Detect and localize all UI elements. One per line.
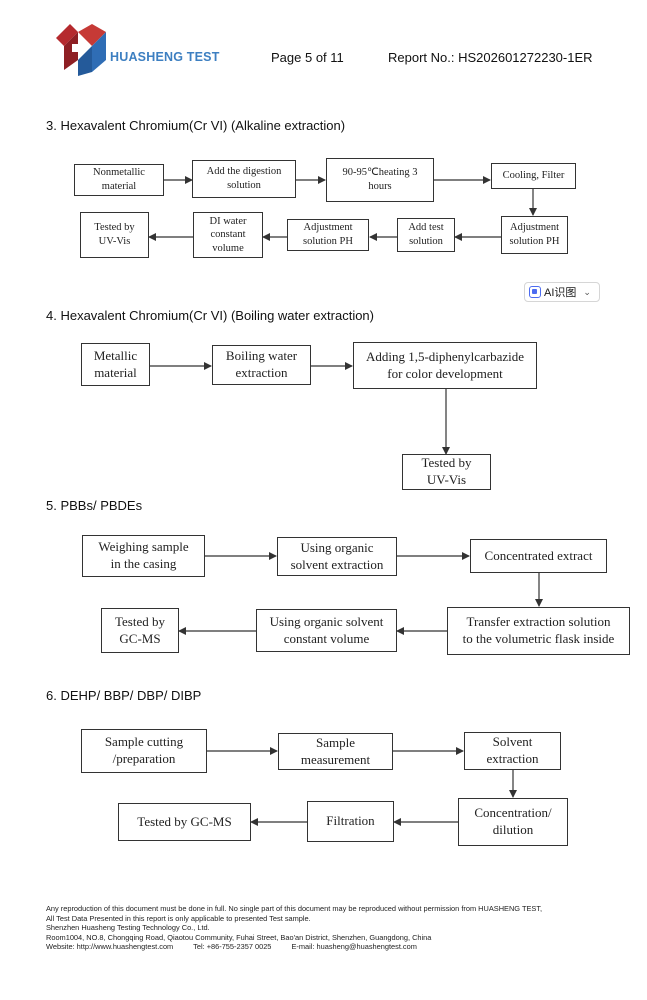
- section-5-title: 5. PBBs/ PBDEs: [46, 498, 143, 513]
- flow-box-concentration-dilution: Concentration/ dilution: [458, 798, 568, 846]
- flow-box-tested-gc-ms-1: Tested by GC-MS: [101, 608, 179, 653]
- flow-box-solvent-extraction: Solvent extraction: [464, 732, 561, 770]
- flow-box-boiling-water: Boiling water extraction: [212, 345, 311, 385]
- report-number: Report No.: HS202601272230-1ER: [388, 50, 593, 65]
- footer-applicability: All Test Data Presented in this report i…: [46, 913, 311, 923]
- flow-box-sample-measurement: Sample measurement: [278, 733, 393, 770]
- flow-box-heating: 90-95℃heating 3 hours: [326, 158, 434, 202]
- flow-box-tested-uv-vis-2: Tested by UV-Vis: [402, 454, 491, 490]
- flow-box-adjustment-ph-2: Adjustment solution PH: [287, 219, 369, 251]
- footer-disclaimer: Any reproduction of this document must b…: [46, 904, 543, 913]
- flow-box-add-test-solution: Add test solution: [397, 218, 455, 252]
- flow-box-metallic-material: Metallic material: [81, 343, 150, 386]
- flow-box-di-water: DI water constant volume: [193, 212, 263, 258]
- footer-tel: Tel: +86-755-2357 0025: [193, 942, 272, 952]
- flow-box-transfer-extraction: Transfer extraction solution to the volu…: [447, 607, 630, 655]
- ai-recognize-button[interactable]: AI识图 ⌄: [524, 282, 600, 302]
- flow-box-filtration: Filtration: [307, 801, 394, 842]
- flow-box-concentrated-extract: Concentrated extract: [470, 539, 607, 573]
- flow-box-add-digestion-solution: Add the digestion solution: [192, 160, 296, 198]
- flow-box-weighing-sample: Weighing sample in the casing: [82, 535, 205, 577]
- flow-box-tested-uv-vis-1: Tested by UV-Vis: [80, 212, 149, 258]
- section-4-title: 4. Hexavalent Chromium(Cr VI) (Boiling w…: [46, 308, 374, 323]
- company-name: HUASHENG TEST: [110, 50, 220, 64]
- company-logo: [56, 24, 106, 76]
- flow-box-constant-volume: Using organic solvent constant volume: [256, 609, 397, 652]
- flow-box-organic-extraction: Using organic solvent extraction: [277, 537, 397, 576]
- chevron-down-icon: ⌄: [583, 286, 591, 297]
- footer-address: Room1004, NO.8, Chongqing Road, Qiaotou …: [46, 932, 432, 942]
- flow-box-diphenylcarbazide: Adding 1,5-diphenylcarbazide for color d…: [353, 342, 537, 389]
- footer-contacts: Website: http://www.huashengtest.com Tel…: [46, 942, 606, 952]
- footer-company: Shenzhen Huasheng Testing Technology Co.…: [46, 923, 210, 933]
- ai-scan-icon: [529, 286, 541, 298]
- ai-button-label: AI识图: [544, 287, 577, 299]
- page-footer: Any reproduction of this document must b…: [46, 904, 606, 952]
- footer-email: E-mail: huasheng@huashengtest.com: [291, 942, 417, 952]
- page-number: Page 5 of 11: [271, 50, 344, 65]
- section-3-title: 3. Hexavalent Chromium(Cr VI) (Alkaline …: [46, 118, 346, 133]
- flow-box-nonmetallic-material: Nonmetallic material: [74, 164, 164, 196]
- flow-box-tested-gc-ms-2: Tested by GC-MS: [118, 803, 251, 841]
- flow-box-adjustment-ph-1: Adjustment solution PH: [501, 216, 568, 254]
- section-6-title: 6. DEHP/ BBP/ DBP/ DIBP: [46, 688, 202, 703]
- flow-box-sample-cutting: Sample cutting /preparation: [81, 729, 207, 773]
- flow-box-cooling-filter: Cooling, Filter: [491, 163, 576, 189]
- footer-website: Website: http://www.huashengtest.com: [46, 942, 174, 952]
